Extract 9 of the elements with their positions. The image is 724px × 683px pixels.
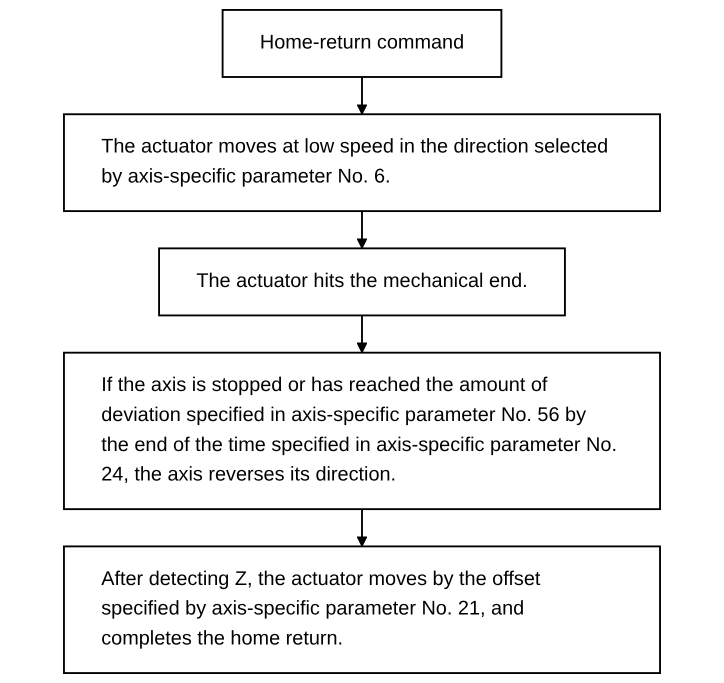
node-box: After detecting Z, the actuator moves by the offset specified by axis-specific parameter No. 21, and completes the home return.	[63, 545, 661, 674]
node-box: The actuator moves at low speed in the direction selected by axis-specific parameter No. 6.	[63, 113, 661, 212]
arrow	[356, 211, 368, 249]
node-box: The actuator hits the mechanical end.	[158, 247, 566, 316]
arrow	[356, 509, 368, 547]
arrow	[356, 315, 368, 354]
arrow	[356, 77, 368, 115]
node-box: If the axis is stopped or has reached the amount of deviation specified in axis-specific parameter No. 56 by the end of the time specified in axis-specific parameter No. 24, the axis reverses its direction.	[63, 352, 661, 510]
node-box: Home-return command	[222, 9, 502, 78]
